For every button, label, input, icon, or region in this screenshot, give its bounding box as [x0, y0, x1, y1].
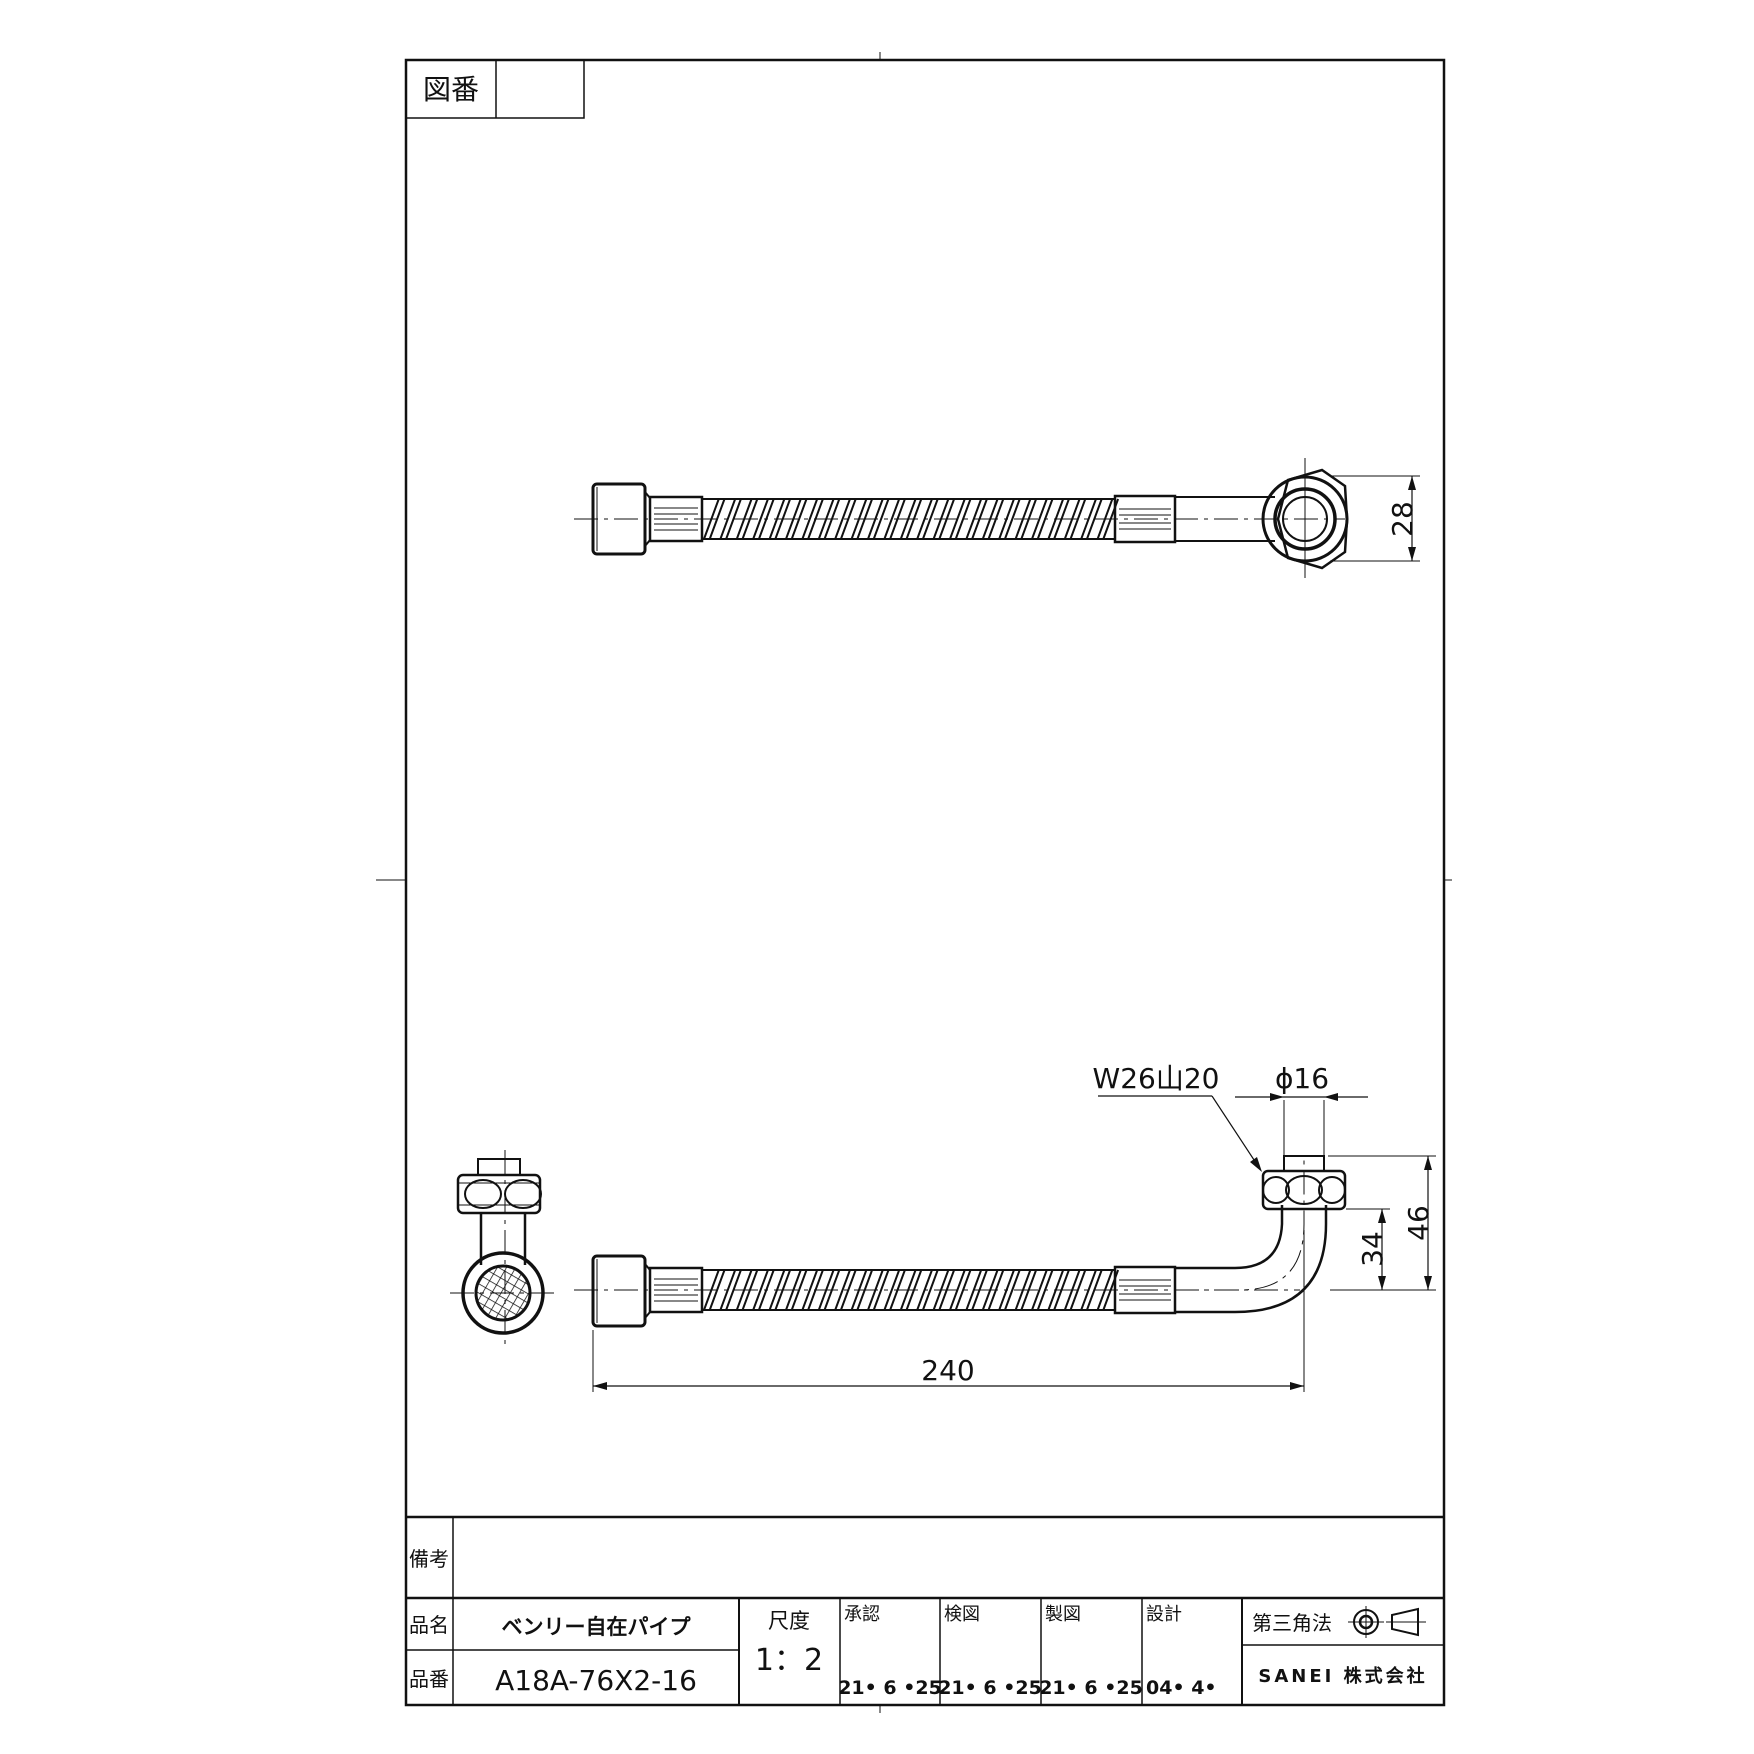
top-view: 28 — [574, 458, 1420, 578]
drawn-date: 21• 6 •25 — [1039, 1677, 1143, 1699]
approved-date: 21• 6 •25 — [838, 1677, 942, 1699]
part-value: A18A-76X2-16 — [495, 1664, 697, 1697]
drawing-number-label: 図番 — [423, 73, 479, 106]
approved-label: 承認 — [844, 1604, 880, 1625]
projection-label: 第三角法 — [1252, 1611, 1332, 1635]
spiral-hose-front — [703, 1269, 1120, 1311]
projection-symbol-icon — [1348, 1606, 1426, 1638]
scale-value: 1：2 — [755, 1643, 823, 1678]
scale-label: 尺度 — [768, 1609, 810, 1633]
sheet-border — [376, 52, 1452, 1713]
dim-diameter: ϕ16 — [1275, 1062, 1329, 1095]
name-value: ベンリー自在パイプ — [502, 1615, 692, 1639]
dim-height-inner: 34 — [1356, 1231, 1389, 1267]
dim-width-top: 28 — [1386, 501, 1419, 537]
front-view: W26山20 ϕ16 34 46 240 — [574, 1062, 1436, 1392]
drawn-label: 製図 — [1045, 1604, 1081, 1625]
side-view — [450, 1150, 560, 1345]
remarks-label: 備考 — [409, 1547, 449, 1571]
dim-thread: W26山20 — [1093, 1062, 1220, 1095]
company-name: SANEI 株式会社 — [1258, 1665, 1427, 1687]
checked-label: 検図 — [944, 1604, 980, 1625]
checked-date: 21• 6 •25 — [938, 1677, 1042, 1699]
dim-height-outer: 46 — [1402, 1205, 1435, 1241]
designed-date: 04• 4• — [1146, 1677, 1217, 1699]
dim-length: 240 — [921, 1354, 974, 1387]
spiral-hose-top — [703, 498, 1120, 540]
designed-label: 設計 — [1146, 1604, 1182, 1625]
part-label: 品番 — [409, 1667, 449, 1691]
name-label: 品名 — [409, 1613, 449, 1637]
drawing-number-box: 図番 — [405, 59, 585, 119]
title-block: 備考 品名 ベンリー自在パイプ 品番 A18A-76X2-16 尺度 1：2 承… — [406, 1515, 1444, 1705]
